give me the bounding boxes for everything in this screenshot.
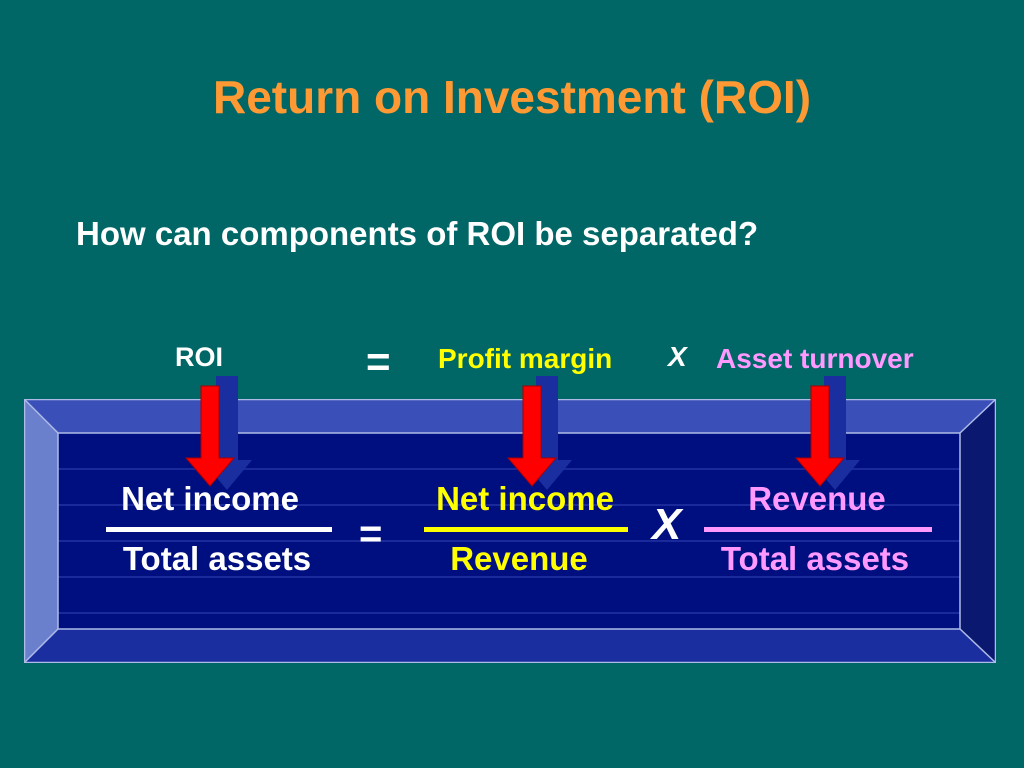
panel-bevel-right [960, 399, 996, 663]
slide-title: Return on Investment (ROI) [212, 71, 812, 123]
left-denominator: Total assets [122, 540, 312, 577]
formula-times: X [652, 500, 682, 549]
arrow-asset-turnover [794, 376, 860, 490]
right-denominator: Total assets [720, 540, 910, 577]
panel-bevel-left [24, 399, 58, 663]
slide-question: How can components of ROI be separated? [76, 215, 759, 252]
label-asset-turnover: Asset turnover [716, 343, 914, 374]
formula-equals: = [359, 512, 383, 556]
right-numerator: Revenue [748, 480, 886, 517]
panel-bevel-bottom [24, 629, 996, 663]
middle-numerator: Net income [436, 480, 614, 517]
panel-bevel-top [24, 399, 996, 433]
label-equals: = [366, 338, 391, 385]
left-fraction-bar [106, 527, 332, 532]
arrow-roi [184, 376, 252, 490]
left-numerator: Net income [121, 480, 299, 517]
label-roi: ROI [175, 342, 224, 372]
label-times: X [668, 341, 687, 372]
middle-denominator: Revenue [450, 540, 588, 577]
middle-fraction-bar [424, 527, 628, 532]
label-profit-margin: Profit margin [438, 343, 613, 374]
arrow-profit-margin [506, 376, 572, 490]
right-fraction-bar [704, 527, 932, 532]
